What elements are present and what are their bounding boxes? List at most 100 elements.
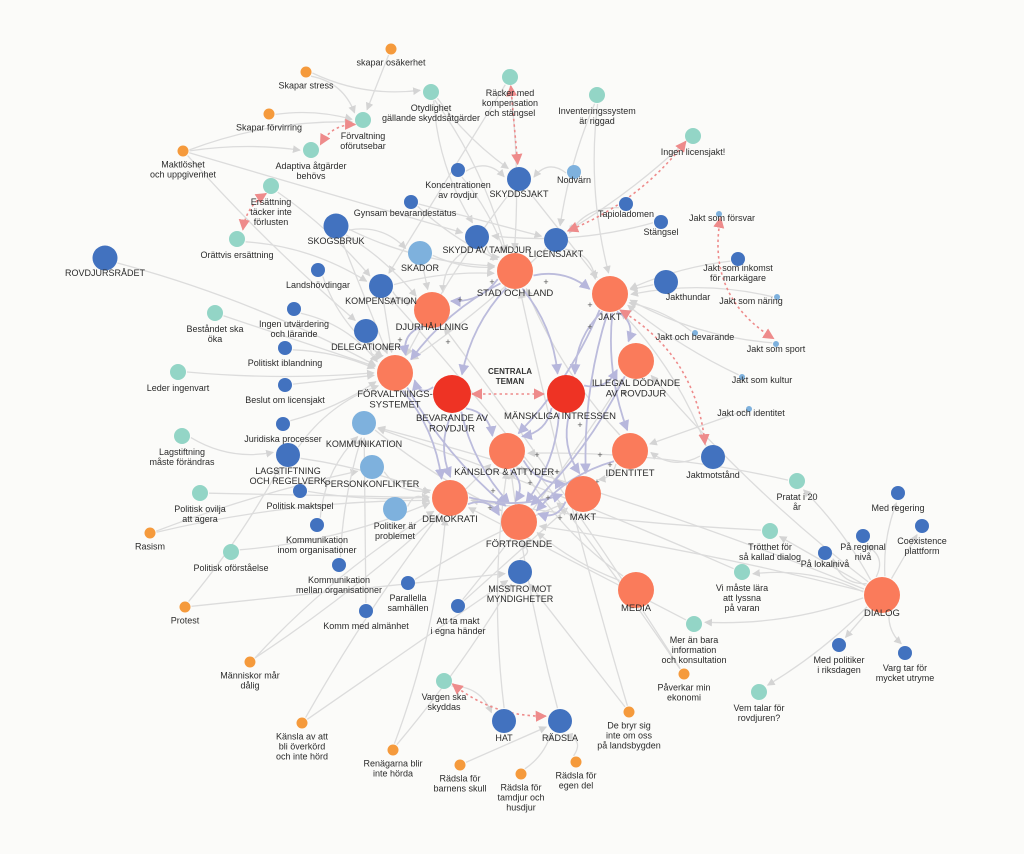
node-dialog[interactable]: DIALOG xyxy=(864,577,900,619)
node-delegationer[interactable]: DELEGATIONER xyxy=(331,319,401,352)
node-skador[interactable]: SKADOR xyxy=(401,241,440,273)
node-circle[interactable] xyxy=(323,213,349,239)
node-circle[interactable] xyxy=(300,66,312,78)
node-hat[interactable]: HAT xyxy=(492,709,516,743)
node-jakt_sport[interactable]: Jakt som sport xyxy=(747,341,806,354)
node-landshovdingar[interactable]: Landshövdingar xyxy=(286,263,350,290)
node-circle[interactable] xyxy=(303,142,319,158)
node-circle[interactable] xyxy=(789,473,805,489)
node-circle[interactable] xyxy=(891,486,905,500)
node-circle[interactable] xyxy=(360,455,384,479)
node-circle[interactable] xyxy=(354,319,378,343)
node-circle[interactable] xyxy=(369,274,393,298)
node-radsla[interactable]: RÄDSLA xyxy=(542,709,578,743)
node-circle[interactable] xyxy=(385,43,397,55)
node-gynsam[interactable]: Gynsam bevarandestatus xyxy=(354,195,457,218)
node-circle[interactable] xyxy=(685,128,701,144)
node-circle[interactable] xyxy=(263,108,275,120)
node-circle[interactable] xyxy=(263,178,279,194)
node-circle[interactable] xyxy=(223,544,239,560)
node-circle[interactable] xyxy=(589,87,605,103)
node-politiskt_ibl[interactable]: Politiskt iblandning xyxy=(248,341,323,368)
node-rasism[interactable]: Rasism xyxy=(135,527,165,552)
node-circle[interactable] xyxy=(387,744,399,756)
node-circle[interactable] xyxy=(436,673,452,689)
node-circle[interactable] xyxy=(716,211,722,217)
node-circle[interactable] xyxy=(739,374,745,380)
node-circle[interactable] xyxy=(352,411,376,435)
node-circle[interactable] xyxy=(751,684,767,700)
node-circle[interactable] xyxy=(465,225,489,249)
node-forvaltning[interactable]: FÖRVALTNINGS-SYSTEMET xyxy=(357,355,433,411)
node-circle[interactable] xyxy=(489,433,525,469)
node-protest[interactable]: Protest xyxy=(171,601,200,626)
node-circle[interactable] xyxy=(701,445,725,469)
node-circle[interactable] xyxy=(276,417,290,431)
node-circle[interactable] xyxy=(501,504,537,540)
node-pa_lokal[interactable]: På lokalnivå xyxy=(801,546,850,569)
node-circle[interactable] xyxy=(856,529,870,543)
node-circle[interactable] xyxy=(310,518,324,532)
node-circle[interactable] xyxy=(570,756,582,768)
node-circle[interactable] xyxy=(311,263,325,277)
node-orattvis[interactable]: Orättvis ersättning xyxy=(200,231,274,260)
node-ingen_licens[interactable]: Ingen licensjakt! xyxy=(661,128,726,157)
node-personkonflikter[interactable]: PERSONKONFLIKTER xyxy=(325,455,420,489)
node-circle[interactable] xyxy=(383,497,407,521)
node-circle[interactable] xyxy=(818,546,832,560)
node-circle[interactable] xyxy=(623,706,635,718)
node-circle[interactable] xyxy=(377,355,413,391)
node-circle[interactable] xyxy=(454,759,466,771)
node-circle[interactable] xyxy=(432,480,468,516)
node-circle[interactable] xyxy=(492,709,516,733)
node-skapar_forv[interactable]: Skapar förvirring xyxy=(236,108,302,133)
node-circle[interactable] xyxy=(507,167,531,191)
node-circle[interactable] xyxy=(592,276,628,312)
node-jakt_identitet[interactable]: Jakt och identitet xyxy=(717,406,785,418)
node-circle[interactable] xyxy=(619,197,633,211)
node-circle[interactable] xyxy=(654,215,668,229)
node-circle[interactable] xyxy=(497,253,533,289)
node-jakt_kultur[interactable]: Jakt som kultur xyxy=(732,374,793,385)
node-circle[interactable] xyxy=(515,768,527,780)
node-skapar_osak[interactable]: skapar osäkerhet xyxy=(356,43,426,68)
node-circle[interactable] xyxy=(359,604,373,618)
node-circle[interactable] xyxy=(898,646,912,660)
node-skapar_stress[interactable]: Skapar stress xyxy=(278,66,334,91)
node-skyddsjakt[interactable]: SKYDDSJAKT xyxy=(489,167,549,199)
node-circle[interactable] xyxy=(832,638,846,652)
node-stangsel[interactable]: Stängsel xyxy=(643,215,679,237)
node-manskliga[interactable]: MÄNSKLIGA INTRESSEN xyxy=(504,375,616,422)
node-circle[interactable] xyxy=(144,527,156,539)
node-circle[interactable] xyxy=(502,69,518,85)
node-circle[interactable] xyxy=(293,484,307,498)
node-stad[interactable]: STAD OCH LAND xyxy=(477,253,554,299)
